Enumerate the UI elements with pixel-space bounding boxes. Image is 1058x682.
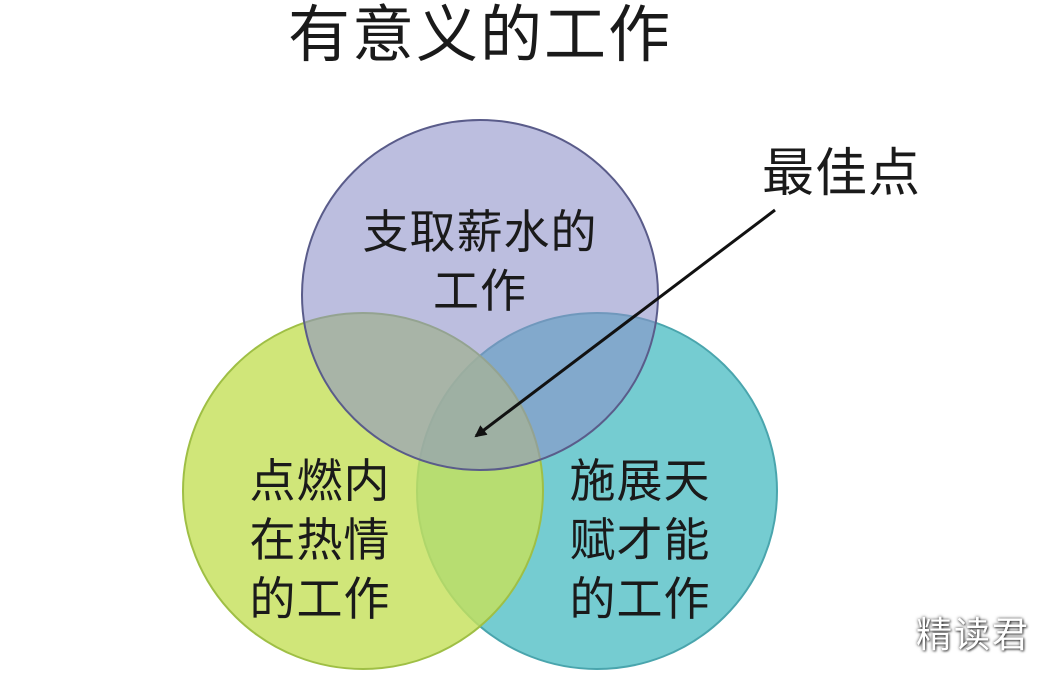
watermark-text: 精读君 <box>916 615 1031 656</box>
circle-top-label: 支取薪水的 工作 <box>350 203 610 321</box>
circle-right-label: 施展天 赋才能 的工作 <box>550 452 730 629</box>
diagram-title: 有意义的工作 <box>287 0 672 71</box>
circle-right-line-1: 施展天 <box>569 454 711 508</box>
circle-left-label: 点燃内 在热情 的工作 <box>230 452 410 629</box>
circle-right-line-3: 的工作 <box>569 571 711 626</box>
circle-top-line-1: 支取薪水的 <box>362 205 598 259</box>
sweet-spot-label: 最佳点 <box>762 144 922 204</box>
pointer-arrow <box>474 208 776 438</box>
circle-top <box>301 119 659 471</box>
circle-right-line-2: 赋才能 <box>569 512 711 567</box>
circle-left-line-3: 的工作 <box>249 571 391 626</box>
circle-top-line-2: 工作 <box>433 263 527 318</box>
circle-left-line-1: 点燃内 <box>249 454 391 508</box>
circle-left-line-2: 在热情 <box>249 512 391 567</box>
